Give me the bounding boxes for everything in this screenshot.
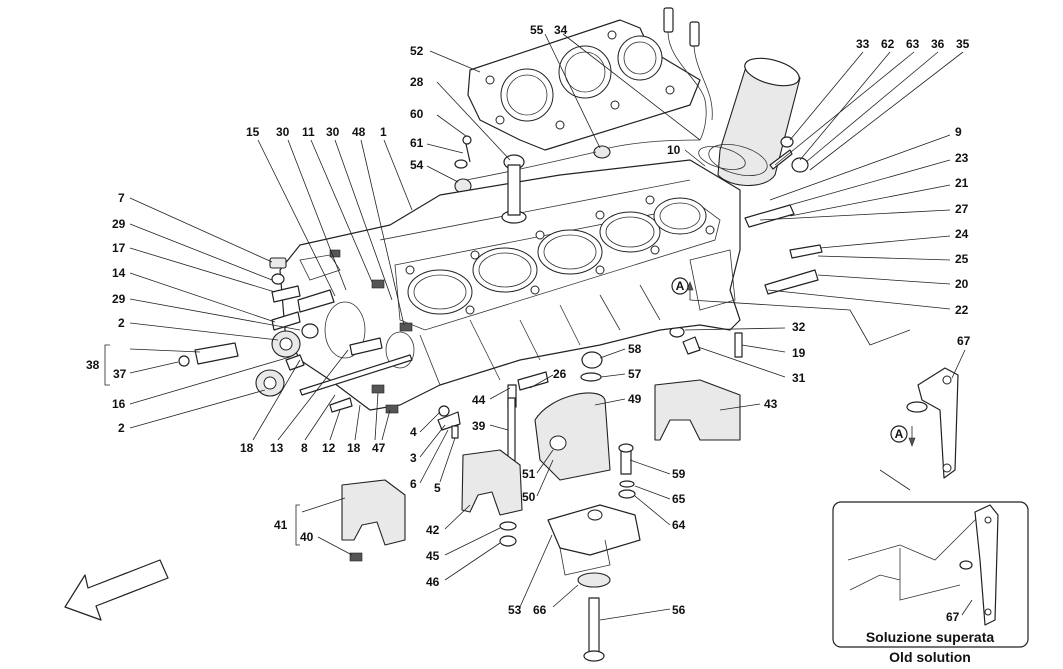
label-32: 32 — [792, 320, 806, 334]
label-26: 26 — [553, 367, 567, 381]
callout-a-top: A — [671, 277, 911, 346]
label-4: 4 — [410, 425, 417, 439]
cylinder-liner — [698, 57, 801, 187]
label-1: 1 — [380, 125, 387, 139]
svg-text:A: A — [676, 279, 685, 293]
label-49: 49 — [628, 392, 642, 406]
label-67-main: 67 — [957, 334, 971, 348]
label-41: 41 — [274, 518, 288, 532]
label-48: 48 — [352, 125, 366, 139]
label-44: 44 — [472, 393, 486, 407]
leader-lines — [104, 33, 973, 621]
label-55: 55 — [530, 23, 544, 37]
callout-a-bottom: A — [879, 425, 916, 491]
label-23: 23 — [955, 151, 969, 165]
label-63: 63 — [906, 37, 920, 51]
label-40: 40 — [300, 530, 314, 544]
label-43: 43 — [764, 397, 778, 411]
direction-arrow — [64, 559, 169, 621]
part-labels: 52 28 60 61 54 55 34 10 33 62 63 36 35 9… — [86, 23, 971, 624]
label-9: 9 — [955, 125, 962, 139]
label-36: 36 — [931, 37, 945, 51]
label-35: 35 — [956, 37, 970, 51]
label-31: 31 — [792, 371, 806, 385]
label-57: 57 — [628, 367, 642, 381]
label-28: 28 — [410, 75, 424, 89]
label-62: 62 — [881, 37, 895, 51]
label-19: 19 — [792, 346, 806, 360]
label-18a: 18 — [240, 441, 254, 455]
label-45: 45 — [426, 549, 440, 563]
label-3: 3 — [410, 451, 417, 465]
label-39: 39 — [472, 419, 486, 433]
label-65: 65 — [672, 492, 686, 506]
svg-text:A: A — [895, 427, 904, 441]
label-24: 24 — [955, 227, 969, 241]
label-12: 12 — [322, 441, 336, 455]
old-solution-inset: Soluzione superata Old solution — [832, 501, 1029, 665]
label-25: 25 — [955, 252, 969, 266]
label-16: 16 — [112, 397, 126, 411]
label-18b: 18 — [347, 441, 361, 455]
label-51: 51 — [522, 467, 536, 481]
label-38: 38 — [86, 358, 100, 372]
label-2b: 2 — [118, 421, 125, 435]
label-11: 11 — [302, 125, 315, 139]
label-13: 13 — [270, 441, 284, 455]
label-30a: 30 — [276, 125, 290, 139]
label-66: 66 — [533, 603, 547, 617]
label-20: 20 — [955, 277, 969, 291]
label-54: 54 — [410, 158, 424, 172]
label-10: 10 — [667, 143, 681, 157]
label-56: 56 — [672, 603, 686, 617]
knock-sensors — [454, 7, 713, 194]
label-61: 61 — [410, 136, 424, 150]
label-50: 50 — [522, 490, 536, 504]
label-37: 37 — [113, 367, 127, 381]
label-59: 59 — [672, 467, 686, 481]
head-gasket — [467, 19, 701, 151]
crankcase-block — [279, 159, 741, 411]
label-53: 53 — [508, 603, 522, 617]
label-7: 7 — [118, 191, 125, 205]
label-22: 22 — [955, 303, 969, 317]
label-47: 47 — [372, 441, 386, 455]
label-34: 34 — [554, 23, 568, 37]
label-2a: 2 — [118, 316, 125, 330]
label-14: 14 — [112, 266, 126, 280]
label-8: 8 — [301, 441, 308, 455]
label-58: 58 — [628, 342, 642, 356]
label-6: 6 — [410, 477, 417, 491]
left-side-fittings — [178, 249, 413, 414]
label-17: 17 — [112, 241, 126, 255]
inset-caption-italian: Soluzione superata — [866, 629, 995, 645]
label-29b: 29 — [112, 292, 126, 306]
label-5: 5 — [434, 481, 441, 495]
label-15: 15 — [246, 125, 260, 139]
label-30b: 30 — [326, 125, 340, 139]
label-60: 60 — [410, 107, 424, 121]
label-67-inset: 67 — [946, 610, 960, 624]
label-27: 27 — [955, 202, 969, 216]
label-42: 42 — [426, 523, 440, 537]
label-21: 21 — [955, 176, 969, 190]
label-52: 52 — [410, 44, 424, 58]
label-33: 33 — [856, 37, 870, 51]
label-29a: 29 — [112, 217, 126, 231]
inset-caption-english: Old solution — [889, 649, 971, 665]
label-46: 46 — [426, 575, 440, 589]
label-64: 64 — [672, 518, 686, 532]
